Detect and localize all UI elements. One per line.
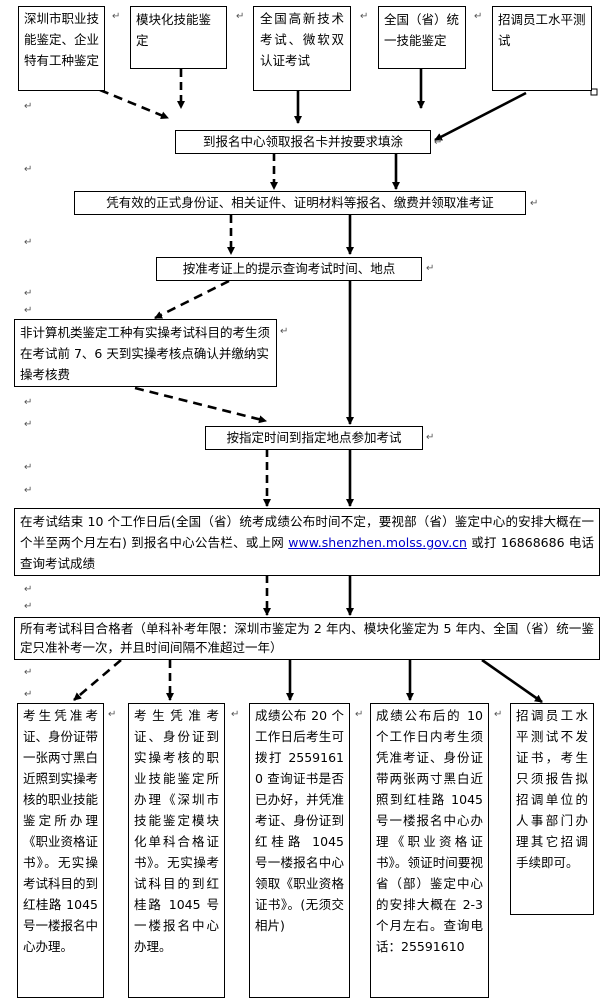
step-practical-exam-confirm: 非计算机类鉴定工种有实操考试科目的考生须在考试前 7、6 天到实操考核点确认并缴… [14,319,277,387]
source-box-label: 全国高新技术考试、微软双认证考试 [260,11,344,68]
selection-handle [590,88,598,96]
step-label: 凭有效的正式身份证、相关证件、证明材料等报名、缴费并领取准考证 [106,195,494,210]
paragraph-mark: ↵ [426,432,435,443]
source-box-shenzhen: 深圳市职业技能鉴定、企业特有工种鉴定 [18,6,105,91]
paragraph-mark: ↵ [24,397,33,408]
paragraph-mark: ↵ [112,11,121,22]
source-box-national-hitech: 全国高新技术考试、微软双认证考试 [253,6,351,91]
step-label: 非计算机类鉴定工种有实操考试科目的考生须在考试前 7、6 天到实操考核点确认并缴… [20,325,271,382]
paragraph-mark: ↵ [360,11,369,22]
paragraph-mark: ↵ [108,709,117,720]
paragraph-mark: ↵ [231,709,240,720]
outcome-box-staff-test: 招调员工水平测试不发证书，考生只须报告拟招调单位的人事部门办理其它招调手续即可。 [510,703,594,915]
source-box-staff-test: 招调员工水平测试 [492,6,592,91]
paragraph-mark: ↵ [426,263,435,274]
paragraph-mark: ↵ [24,485,33,496]
outcome-box-national-hitech: 成绩公布 20 个工作日后考生可拨打 25591610 查询证书是否已办好，并凭… [249,703,350,998]
paragraph-mark: ↵ [530,198,539,209]
paragraph-mark: ↵ [236,11,245,22]
step-attend-exam: 按指定时间到指定地点参加考试 [205,426,423,450]
outcome-box-modular: 考生凭准考证、身份证到实操考核的职业技能鉴定所办理《深圳市技能鉴定模块化单科合格… [128,703,225,998]
results-text-after: 或打 16868686 电话查询考试成绩 [20,535,594,571]
step-label: 到报名中心领取报名卡并按要求填涂 [202,134,403,149]
pass-rule-text: 所有考试科目合格者（单科补考年限：深圳市鉴定为 2 年内、模块化鉴定为 5 年内… [20,621,594,655]
arrow-top5-step1 [434,91,527,142]
results-query-box: 在考试结束 10 个工作日后(全国（省）统考成绩公布时间不定，要视部（省）鉴定中… [14,508,600,576]
outcome-text: 招调员工水平测试不发证书，考生只须报告拟招调单位的人事部门办理其它招调手续即可。 [516,708,588,870]
paragraph-mark: ↵ [24,689,33,700]
paragraph-mark: ↵ [24,601,33,612]
source-box-label: 模块化技能鉴定 [136,12,212,48]
arrow-step4-step5 [134,386,267,424]
outcome-text: 成绩公布 20 个工作日后考生可拨打 25591610 查询证书是否已办好，并凭… [255,708,344,933]
source-box-label: 招调员工水平测试 [498,12,586,48]
results-website-link[interactable]: www.shenzhen.molss.gov.cn [288,535,467,550]
paragraph-mark: ↵ [24,584,33,595]
paragraph-mark: ↵ [280,326,289,337]
outcome-text: 成绩公布后的 10 个工作日内考生须凭准考证、身份证带两张两寸黑白近照到红桂路 … [376,708,483,954]
step-register-and-pay: 凭有效的正式身份证、相关证件、证明材料等报名、缴费并领取准考证 [74,191,526,215]
step-label: 按准考证上的提示查询考试时间、地点 [182,261,396,276]
arrow-pass-bottom1 [73,659,122,701]
paragraph-mark: ↵ [24,288,33,299]
pass-rule-box: 所有考试科目合格者（单科补考年限：深圳市鉴定为 2 年内、模块化鉴定为 5 年内… [14,617,600,660]
paragraph-mark: ↵ [24,305,33,316]
paragraph-mark: ↵ [24,419,33,430]
outcome-text: 考生凭准考证、身份证到实操考核的职业技能鉴定所办理《深圳市技能鉴定模块化单科合格… [134,708,219,954]
source-box-modular: 模块化技能鉴定 [130,6,227,69]
outcome-text: 考生凭准考证、身份证带一张两寸黑白近照到实操考核的职业技能鉴定所办理《职业资格证… [23,708,99,954]
source-box-label: 全国（省）统一技能鉴定 [384,12,460,48]
source-box-national-unified: 全国（省）统一技能鉴定 [378,6,466,69]
paragraph-mark: ↵ [434,137,443,148]
step-check-exam-time: 按准考证上的提示查询考试时间、地点 [156,257,422,281]
paragraph-mark: ↵ [24,667,33,678]
results-text-before: 在考试结束 10 个工作日后(全国（省）统考成绩公布时间不定，要视部（省）鉴定中… [20,514,594,550]
paragraph-mark: ↵ [355,709,364,720]
outcome-box-shenzhen: 考生凭准考证、身份证带一张两寸黑白近照到实操考核的职业技能鉴定所办理《职业资格证… [17,703,104,998]
arrow-top1-step1 [99,88,169,120]
step-label: 按指定时间到指定地点参加考试 [226,430,402,445]
paragraph-mark: ↵ [24,237,33,248]
paragraph-mark: ↵ [24,164,33,175]
outcome-box-national-unified: 成绩公布后的 10 个工作日内考生须凭准考证、身份证带两张两寸黑白近照到红桂路 … [370,703,489,998]
source-box-label: 深圳市职业技能鉴定、企业特有工种鉴定 [24,11,100,68]
paragraph-mark: ↵ [474,11,483,22]
paragraph-mark: ↵ [494,709,503,720]
step-get-registration-card: 到报名中心领取报名卡并按要求填涂 [175,130,431,154]
arrow-step3-step4 [154,279,230,320]
paragraph-mark: ↵ [24,462,33,473]
paragraph-mark: ↵ [24,101,33,112]
arrow-pass-bottom5 [481,658,543,704]
